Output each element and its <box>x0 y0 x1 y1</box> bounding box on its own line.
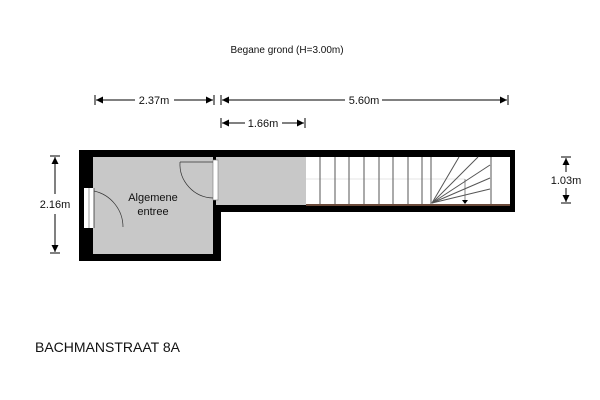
corridor-floor <box>216 157 306 205</box>
staircase <box>306 156 510 206</box>
dimension-corridor-length: 5.60m <box>220 95 509 107</box>
dimension-label: 2.37m <box>139 95 170 107</box>
dimension-label: 5.60m <box>349 95 380 107</box>
dimension-hall-width: 2.37m <box>94 95 215 107</box>
room-label: Algemene <box>128 192 178 204</box>
address-label: BACHMANSTRAAT 8A <box>35 339 180 355</box>
room-label: entree <box>137 206 168 218</box>
room-algemene-entree <box>93 157 213 254</box>
dimension-label: 1.66m <box>248 118 279 130</box>
dimension-corridor-width: 1.03m <box>551 156 582 204</box>
dimension-label: 2.16m <box>40 199 71 211</box>
dimension-label: 1.03m <box>551 175 582 187</box>
floor-title: Begane grond (H=3.00m) <box>230 45 343 56</box>
dimension-corridor-section: 1.66m <box>220 118 306 130</box>
corridor-door[interactable] <box>179 159 219 201</box>
dimension-hall-depth: 2.16m <box>40 155 71 254</box>
entrance-door[interactable] <box>84 188 124 228</box>
